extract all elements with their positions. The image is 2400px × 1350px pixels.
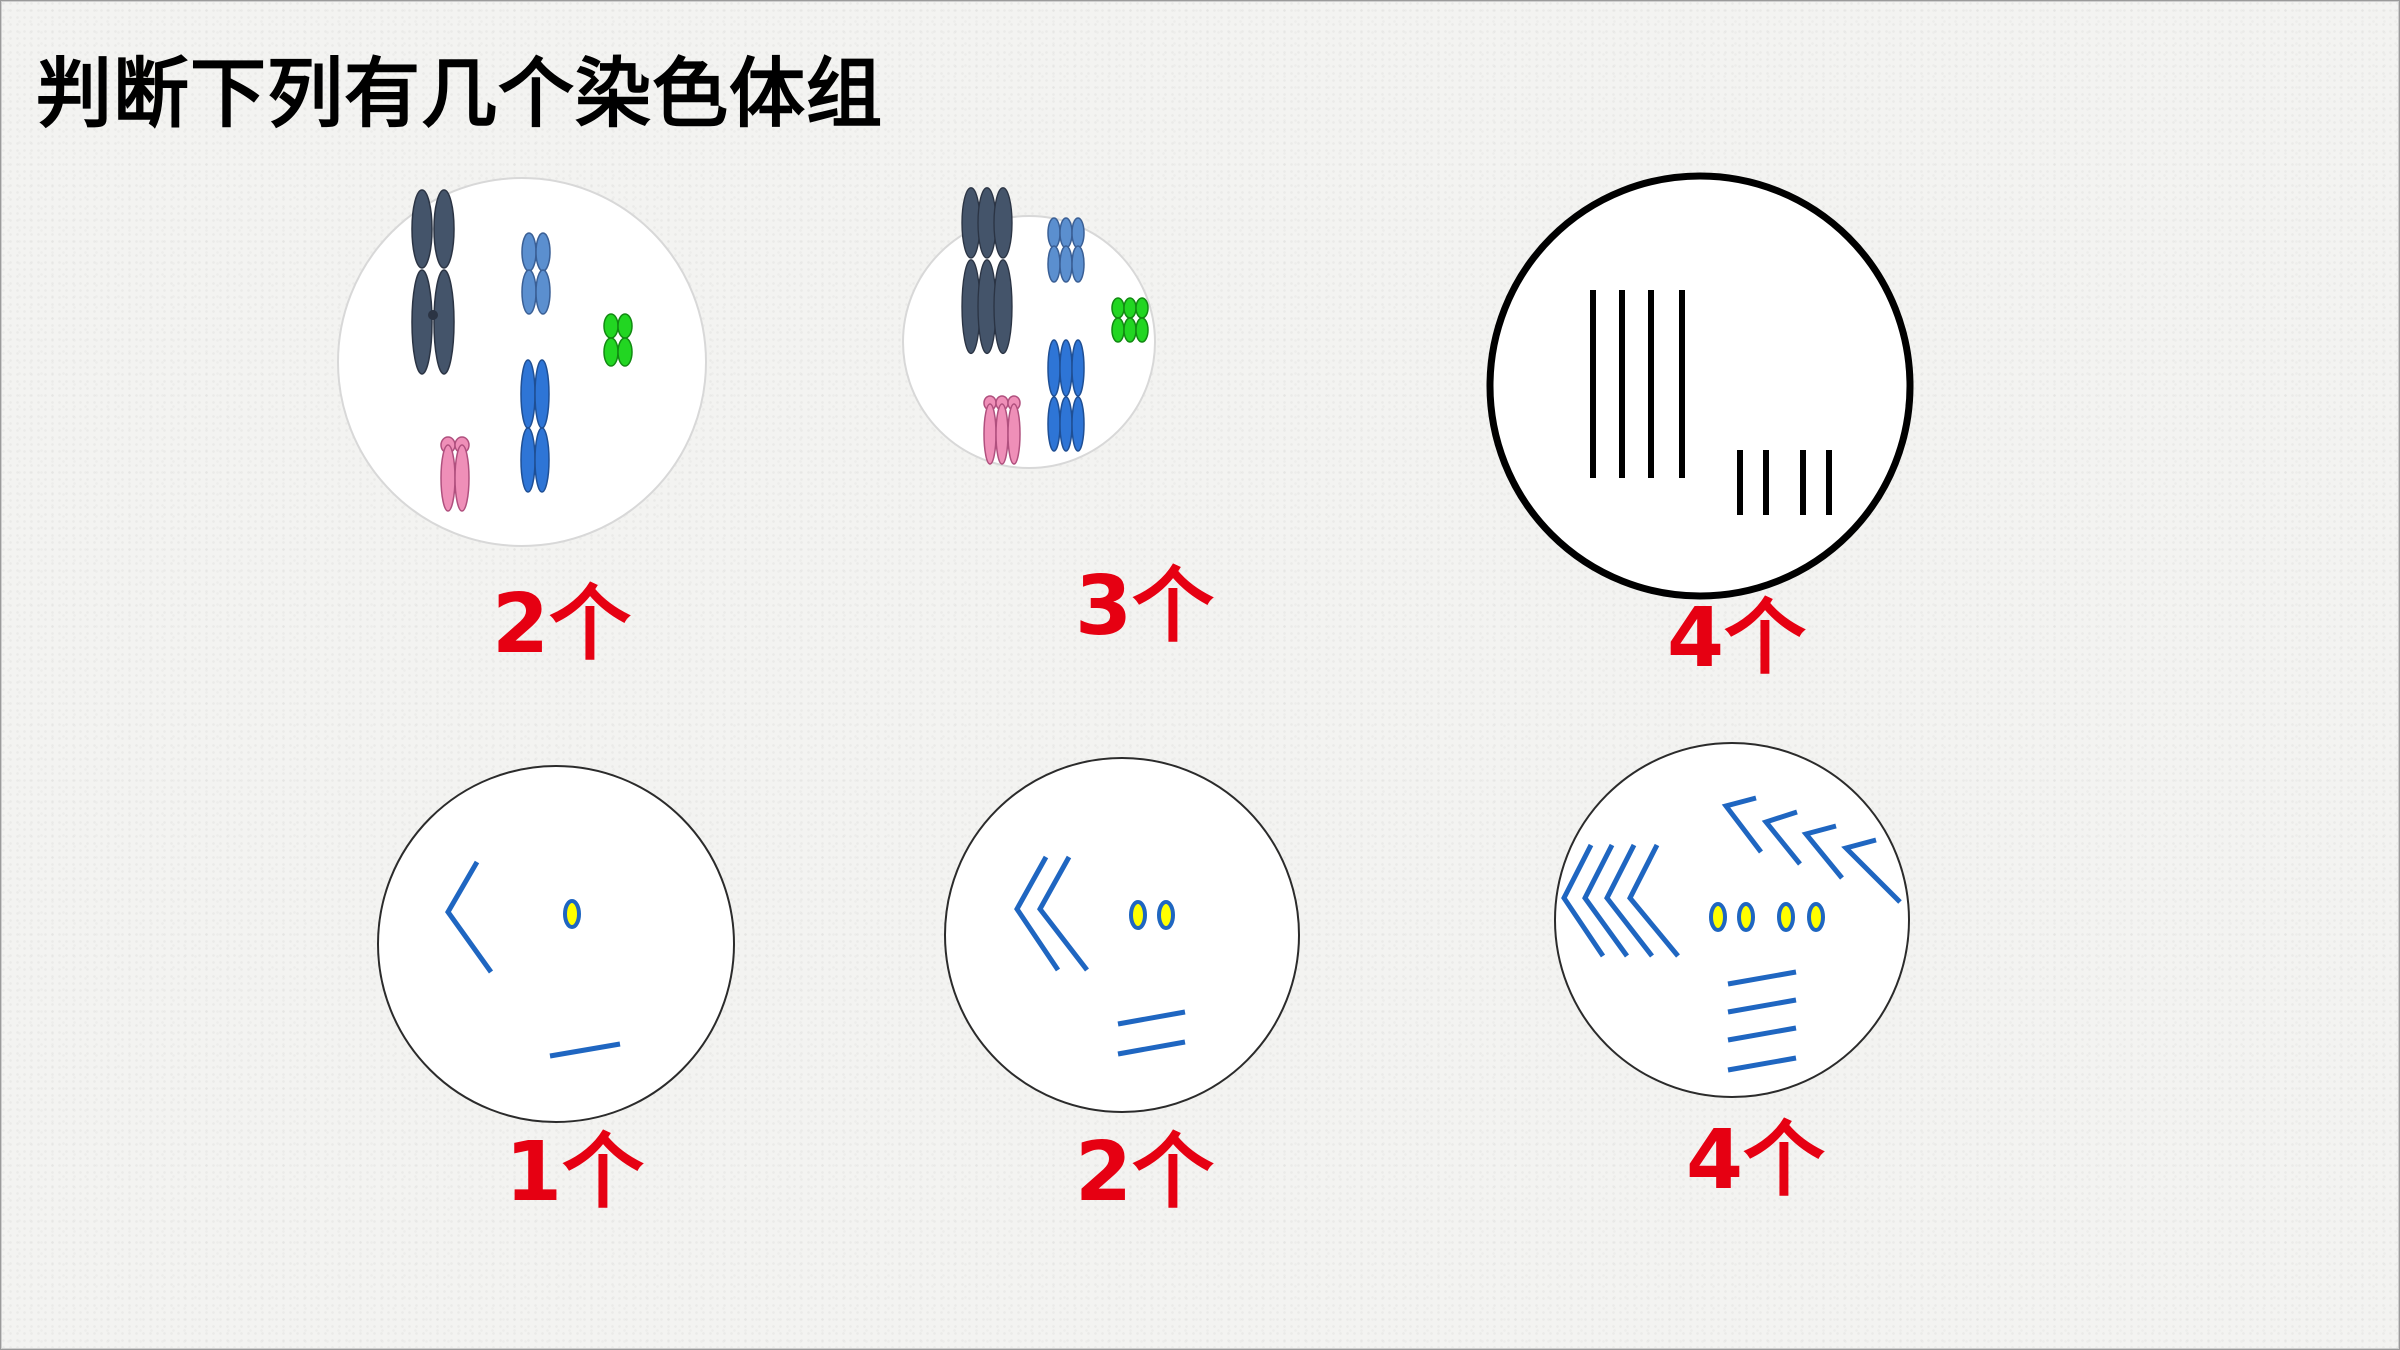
- cell-5-answer: 2个: [1075, 1125, 1215, 1220]
- cell-4-diagram: [377, 765, 735, 1123]
- cell-4-line-chromosome: [549, 1041, 621, 1059]
- cell-6-angle-chromosomes: [1561, 843, 1680, 958]
- cell-2-diagram: [902, 187, 1156, 469]
- cell-1-diagram: [337, 177, 707, 547]
- cell-4-answer: 1个: [505, 1125, 645, 1220]
- cell-2-light-blue-chromosome: [1047, 217, 1085, 283]
- cell-5-angle-chromosomes: [1014, 855, 1089, 972]
- cell-4-angle-chromosome: [445, 860, 494, 974]
- cell-3-diagram: [1486, 172, 1914, 600]
- page-title: 判断下列有几个染色体组: [36, 49, 883, 138]
- cell-6-oval-chromosomes: [1709, 902, 1825, 932]
- cell-1-answer: 2个: [492, 577, 632, 672]
- cell-1-blue-chromosome: [520, 359, 550, 493]
- cell-1-pink-chromosome: [440, 436, 470, 512]
- cell-2-blue-chromosome: [1047, 339, 1085, 452]
- cell-1-light-blue-chromosome: [521, 232, 551, 315]
- cell-6-small-angle-chromosomes: [1721, 795, 1902, 904]
- cell-2-pink-chromosome: [983, 395, 1021, 465]
- cell-1-dark-chromosome: [411, 189, 455, 375]
- cell-5-oval-chromosomes: [1129, 900, 1175, 930]
- cell-6-answer: 4个: [1686, 1113, 1826, 1208]
- cell-3-short-lines: [1737, 450, 1832, 515]
- cell-1-circle: [337, 177, 707, 547]
- cell-3-long-lines: [1590, 290, 1685, 478]
- cell-6-line-chromosomes: [1727, 969, 1797, 1073]
- cell-2-answer: 3个: [1075, 559, 1215, 654]
- cell-5-circle: [944, 757, 1300, 1113]
- cell-2-green-chromosome: [1111, 297, 1149, 343]
- cell-4-oval-chromosome: [563, 899, 581, 929]
- cell-3-answer: 4个: [1667, 591, 1807, 686]
- cell-6-diagram: [1554, 742, 1910, 1098]
- cell-1-green-chromosome: [603, 313, 633, 367]
- cell-5-line-chromosomes: [1117, 1009, 1186, 1057]
- cell-4-circle: [377, 765, 735, 1123]
- cell-5-diagram: [944, 757, 1300, 1113]
